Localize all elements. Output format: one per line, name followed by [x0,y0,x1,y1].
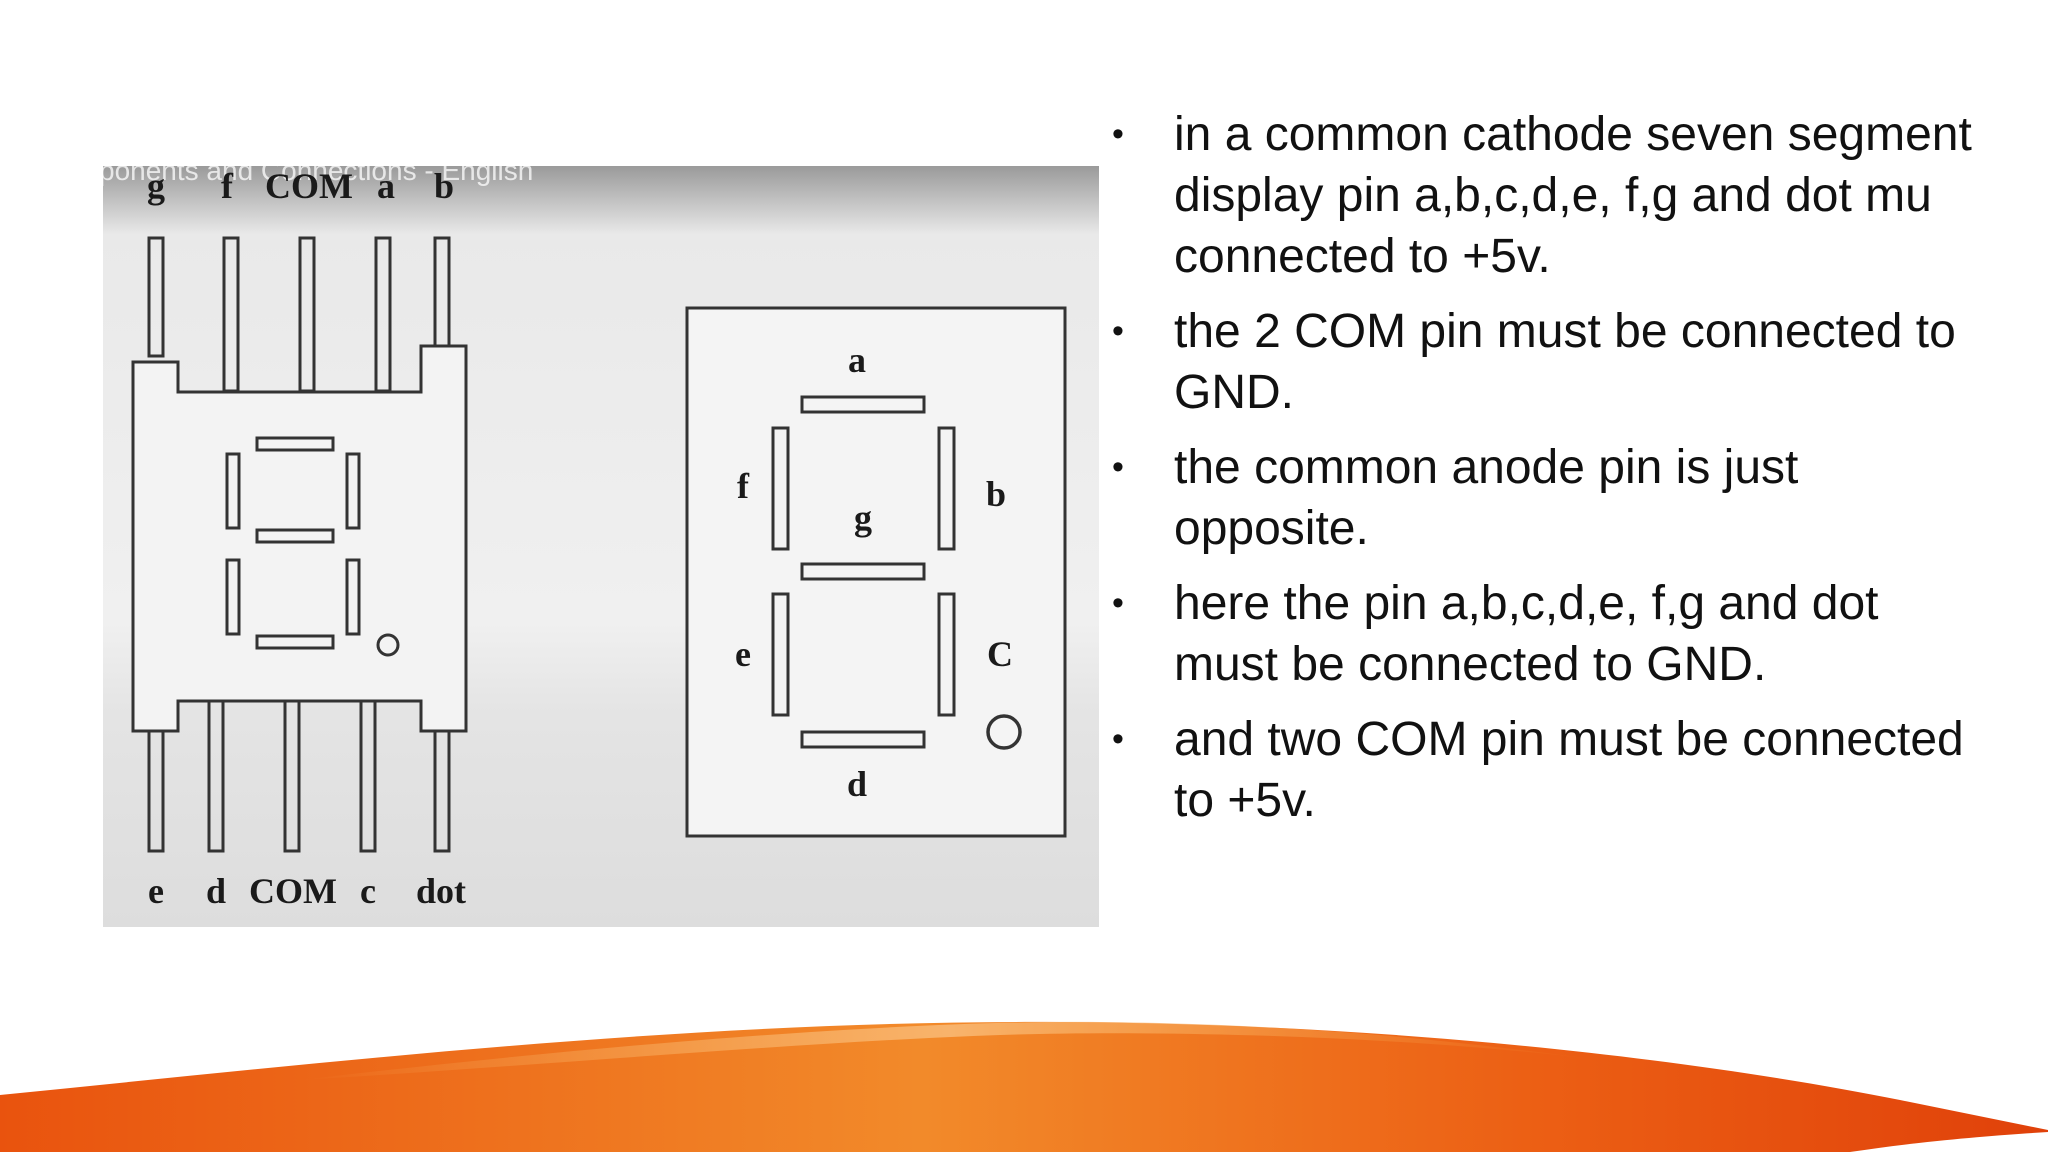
segment-label-a: a [848,340,866,380]
pkg-seg-c [345,558,361,636]
bullet-marker: • [1112,448,1124,486]
wave-corner [1850,1132,2048,1152]
bullet-marker: • [1112,584,1124,622]
bullet-text: the 2 COM pin must be connected to GND. [1174,305,1956,419]
bottom-pin-label-dot: dot [416,871,466,911]
bottom-pin-5 [433,729,451,853]
segment-map-labels: a f b g e C d [735,340,1013,804]
bottom-pin-label-com: COM [249,871,337,911]
bullet-text: here the pin a,b,c,d,e, f,g and dot must… [1174,577,1879,691]
segment-map-drawing [685,306,1067,838]
bullet-item: • and two COM pin must be connected to +5… [1112,709,1992,831]
map-seg-e [771,592,790,717]
bullet-marker: • [1112,720,1124,758]
pkg-seg-a [255,436,335,452]
top-pin-label-g: g [147,166,165,206]
bullet-item: • here the pin a,b,c,d,e, f,g and dot mus… [1112,573,1992,695]
map-seg-g [800,562,926,581]
decorative-wave [0,1021,2048,1152]
bullet-list: • in a common cathode seven segment displ… [1112,104,1992,845]
bullet-text: in a common cathode seven segment displa… [1174,108,1972,283]
bottom-pin-2 [207,699,225,853]
package-drawing [131,236,468,853]
diagram-svg: ponents and Connections - English [103,166,1099,927]
bottom-pin-label-d: d [206,871,226,911]
bottom-pin-label-c: c [360,871,376,911]
package-body [131,344,468,733]
bullet-text: and two COM pin must be connected to +5v… [1174,713,1964,827]
pkg-seg-b [345,452,361,530]
top-pin-1 [147,236,165,358]
segment-label-b: b [986,474,1006,514]
segment-label-g: g [854,498,872,538]
bullet-marker: • [1112,115,1124,153]
wave-main [0,1021,2048,1152]
top-pin-label-com: COM [265,166,353,206]
top-pin-label-a: a [377,166,395,206]
bottom-pin-label-e: e [148,871,164,911]
pkg-seg-g [255,528,335,544]
bullet-item: • the 2 COM pin must be connected to GND. [1112,301,1992,423]
segment-label-e: e [735,634,751,674]
bottom-pin-4 [359,699,377,853]
map-seg-d [800,730,926,749]
map-seg-f [771,426,790,551]
pkg-seg-d [255,634,335,650]
map-seg-c [937,592,956,717]
seven-segment-diagram-image: ponents and Connections - English [103,166,1099,927]
bottom-pin-labels: e d COM c dot [148,871,466,911]
segment-label-c: C [987,634,1013,674]
bullet-item: • the common anode pin is just opposite. [1112,437,1992,559]
video-caption: ponents and Connections - English [103,166,533,186]
map-seg-a [800,395,926,414]
map-dot [986,714,1022,750]
bottom-pin-3 [283,699,301,853]
bullet-marker: • [1112,312,1124,350]
segment-label-d: d [847,764,867,804]
segment-map-frame [685,306,1067,838]
segment-label-f: f [737,466,750,506]
wave-highlight [300,1021,1600,1080]
pkg-seg-f [225,452,241,530]
bullet-text: the common anode pin is just opposite. [1174,441,1799,555]
top-pin-label-f: f [221,166,234,206]
pkg-dot [376,633,400,657]
map-seg-b [937,426,956,551]
top-pin-labels: g f COM a b [147,166,454,206]
pkg-seg-e [225,558,241,636]
top-pin-label-b: b [434,166,454,206]
bullet-item: • in a common cathode seven segment displ… [1112,104,1992,287]
bottom-pin-1 [147,729,165,853]
